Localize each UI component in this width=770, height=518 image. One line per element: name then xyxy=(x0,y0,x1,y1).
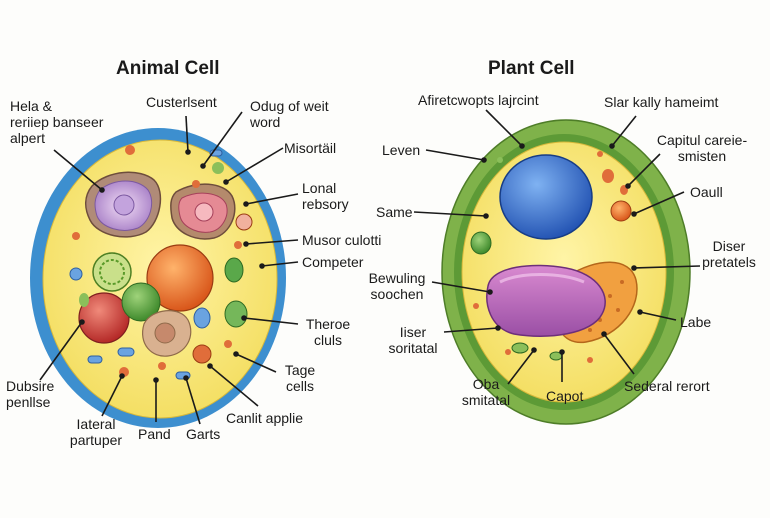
label-musor: Musor culotti xyxy=(302,232,382,248)
label-slar: Slar kally hameimt xyxy=(604,94,719,110)
animal-cell-title: Animal Cell xyxy=(116,58,220,79)
label-iiser: Iiser soritatal xyxy=(388,324,438,356)
label-odug: Odug of weit word xyxy=(250,98,329,130)
animal-red-organelle xyxy=(78,292,130,344)
label-hela: Hela & reriiep banseer alpert xyxy=(10,98,104,146)
animal-orange-organelle xyxy=(146,244,214,312)
leader-lines xyxy=(39,109,701,425)
label-tage: Tage cells xyxy=(284,362,316,394)
label-lonal: Lonal rebsory xyxy=(302,180,349,212)
animal-cell xyxy=(30,128,286,428)
animal-striped-organelle xyxy=(92,252,132,292)
label-iateral: Iateral partuper xyxy=(69,416,123,448)
label-labe: Labe xyxy=(680,314,712,330)
label-sederal: Sederal rerort xyxy=(624,378,710,394)
plant-cell xyxy=(441,119,691,425)
label-garts: Garts xyxy=(186,426,221,442)
label-diser: Diser pretatels xyxy=(702,238,756,270)
label-custerlsent: Custerlsent xyxy=(146,94,217,110)
label-bewuling: Bewuling soochen xyxy=(368,270,426,302)
label-same: Same xyxy=(376,204,413,220)
label-dubsire: Dubsire penllse xyxy=(6,378,55,410)
label-afiretc: Afiretcwopts lajrcint xyxy=(418,92,539,108)
label-competer: Competer xyxy=(302,254,364,270)
label-capot: Capot xyxy=(546,388,584,404)
label-misortail: Misortäil xyxy=(284,140,337,156)
label-leven: Leven xyxy=(382,142,421,158)
label-canlit: Canlit applie xyxy=(226,410,304,426)
label-theroe: Theroe cluls xyxy=(305,316,351,348)
plant-orange-organelle xyxy=(610,200,632,222)
label-pand: Pand xyxy=(138,426,171,442)
plant-cell-title: Plant Cell xyxy=(488,58,575,79)
label-oba: Oba smitatal xyxy=(461,376,511,408)
plant-nucleus xyxy=(499,154,593,240)
label-oaull: Oaull xyxy=(690,184,723,200)
animal-green-organelle xyxy=(121,282,161,322)
label-capitul: Capitul careie- smisten xyxy=(656,132,748,164)
